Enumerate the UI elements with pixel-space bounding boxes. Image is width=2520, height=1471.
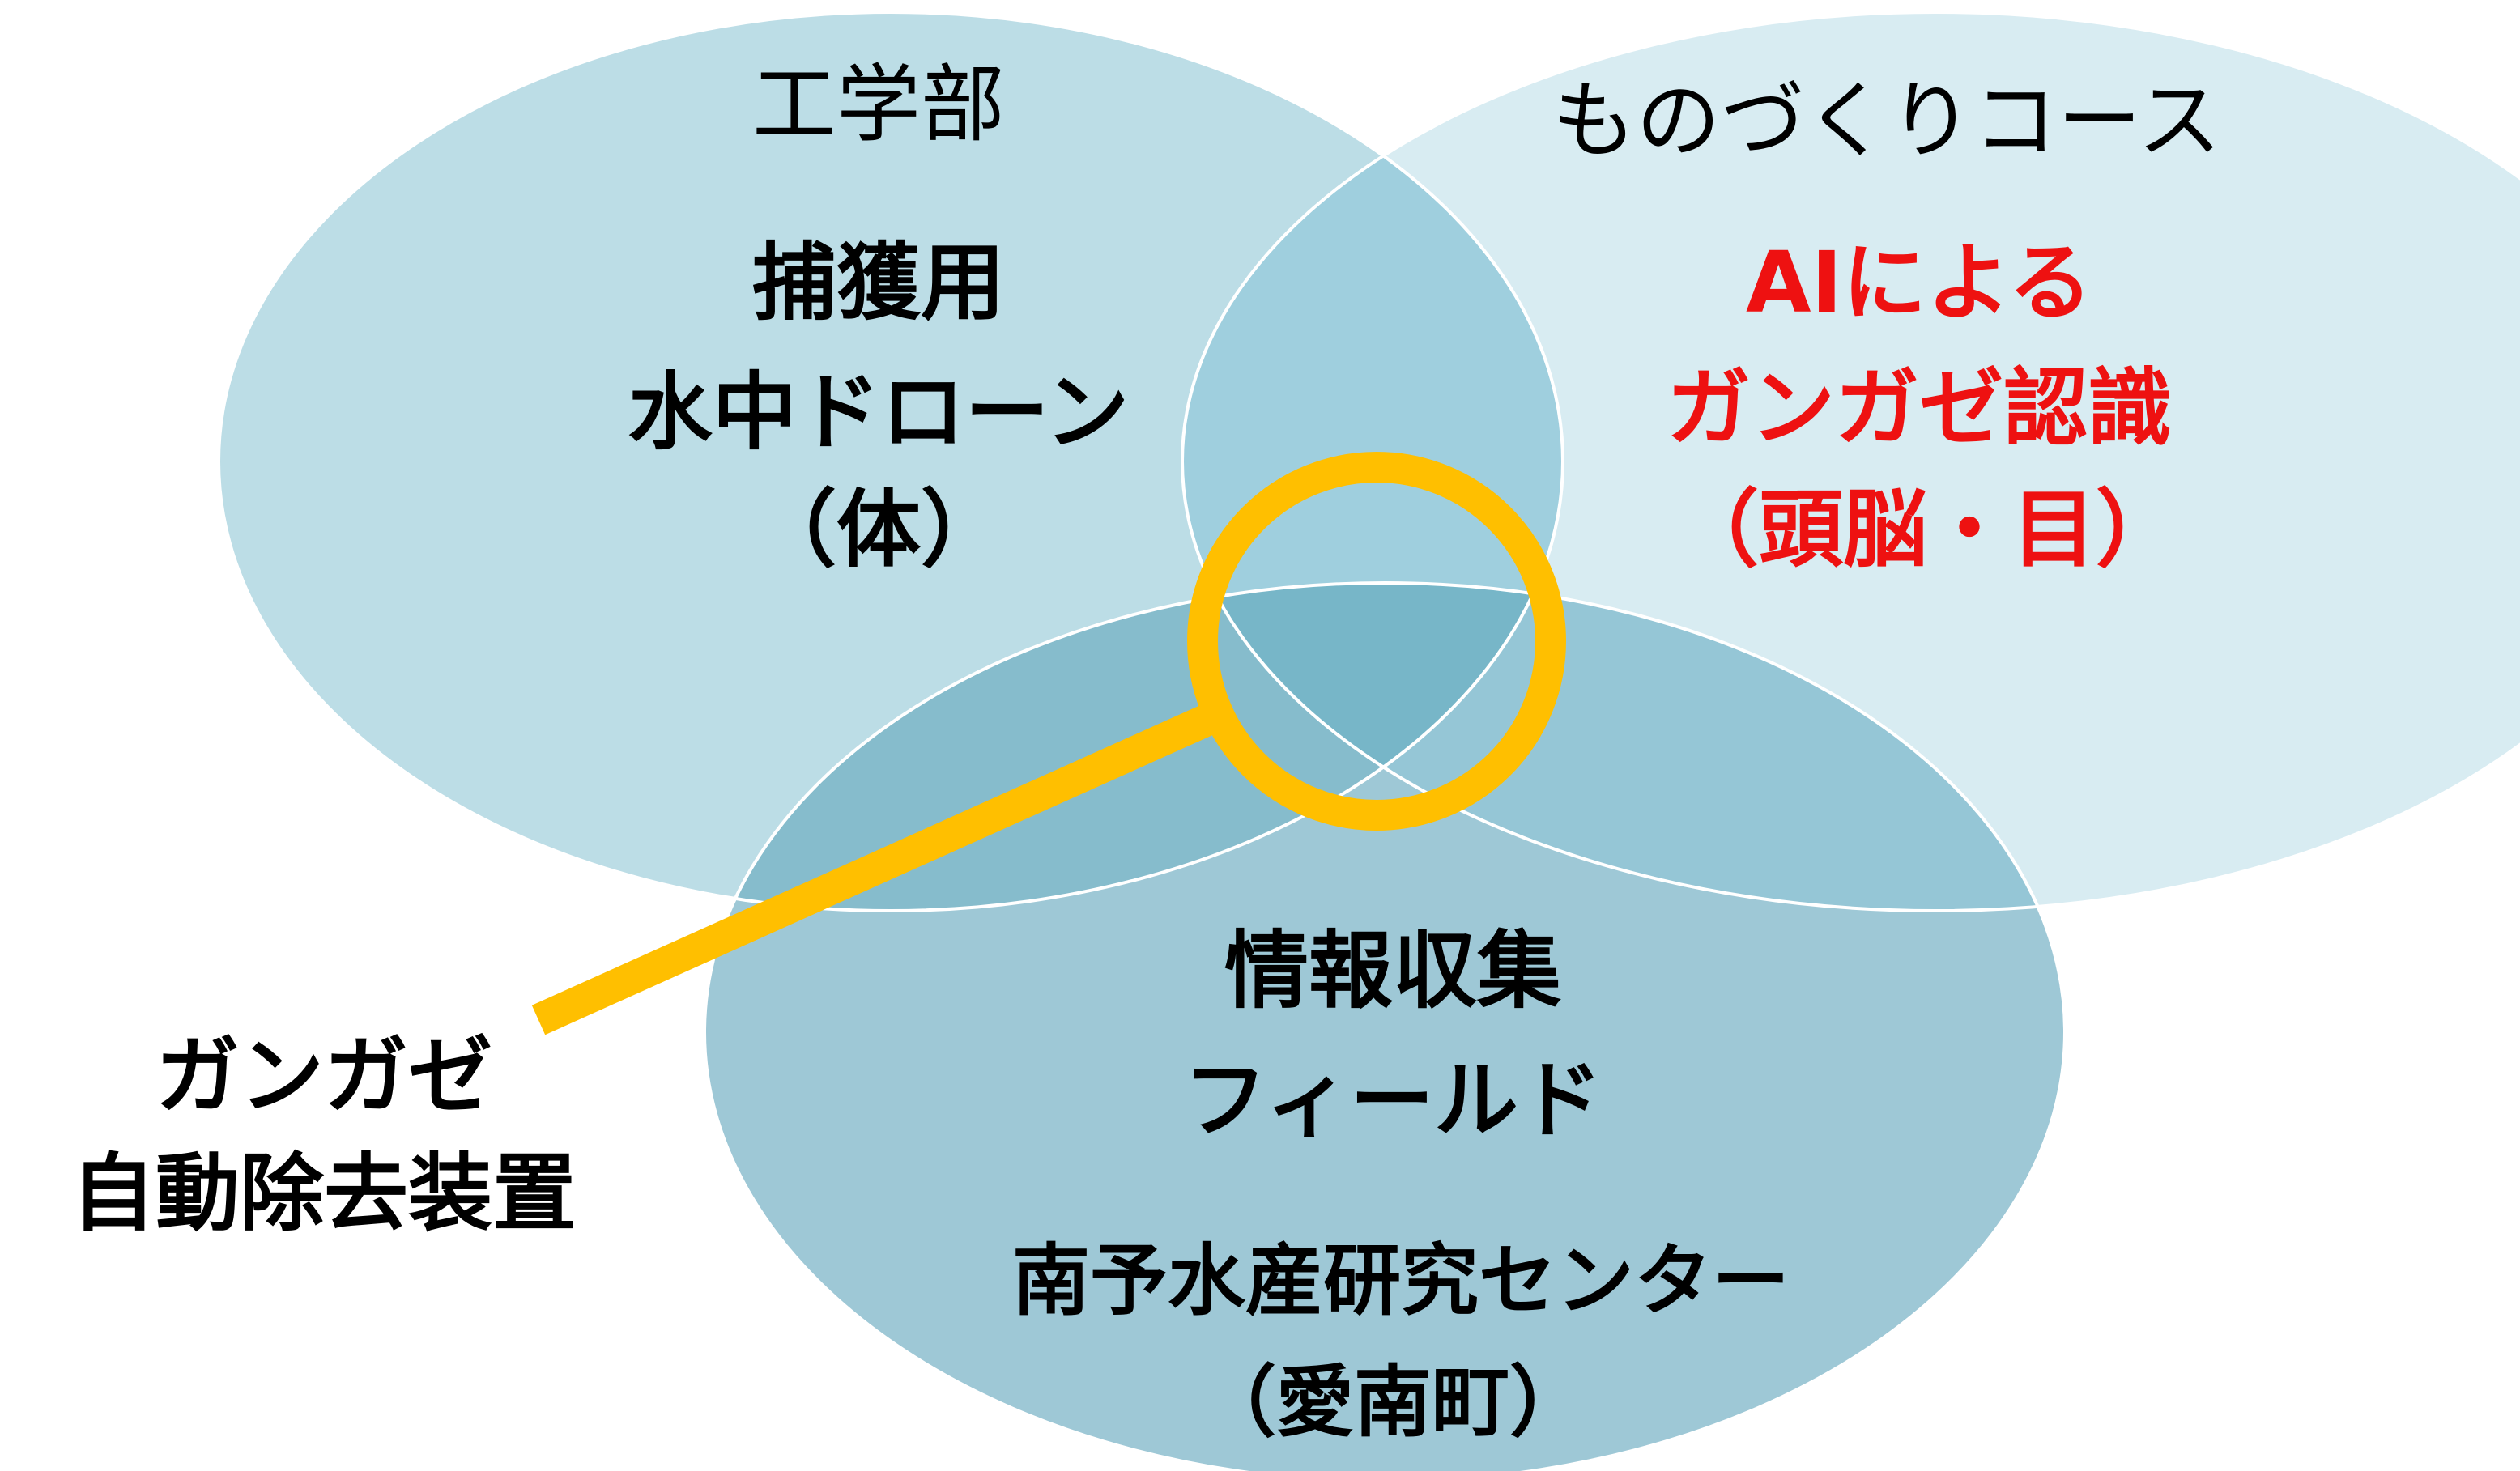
monozukuri-field-overlap	[1182, 583, 2065, 911]
monozukuri-body-line-1: AIによる	[1746, 233, 2092, 332]
magnifier-handle	[531, 701, 1222, 1035]
magnifier-label-line-1: ガンガゼ	[155, 1027, 492, 1125]
engineering-body-line-1: 捕獲用	[752, 233, 1005, 332]
field-body-line-4: （愛南町）	[1198, 1357, 1587, 1448]
magnifier-ring	[1187, 452, 1566, 831]
magnifier-label-line-2: 自動除去装置	[71, 1144, 577, 1243]
field-body-line-1: 情報収集	[1224, 921, 1561, 1020]
engineering-title: 工学部	[752, 55, 1005, 154]
monozukuri-body-line-3: （頭脳・目）	[1675, 480, 2180, 579]
circle-outlines	[217, 11, 2520, 1471]
magnifier-icon	[531, 452, 1566, 1035]
field-body-line-2: フィールド	[1183, 1051, 1603, 1150]
field-body-line-3: 南予水産研究センター	[1012, 1235, 1790, 1326]
engineering-body-line-2: 水中ドローン	[628, 363, 1130, 461]
monozukuri-body-line-2: ガンガゼ認識	[1667, 359, 2172, 457]
monozukuri-title: ものづくりコース	[1552, 71, 2222, 170]
engineering-body-line-3: （体）	[752, 480, 1005, 579]
